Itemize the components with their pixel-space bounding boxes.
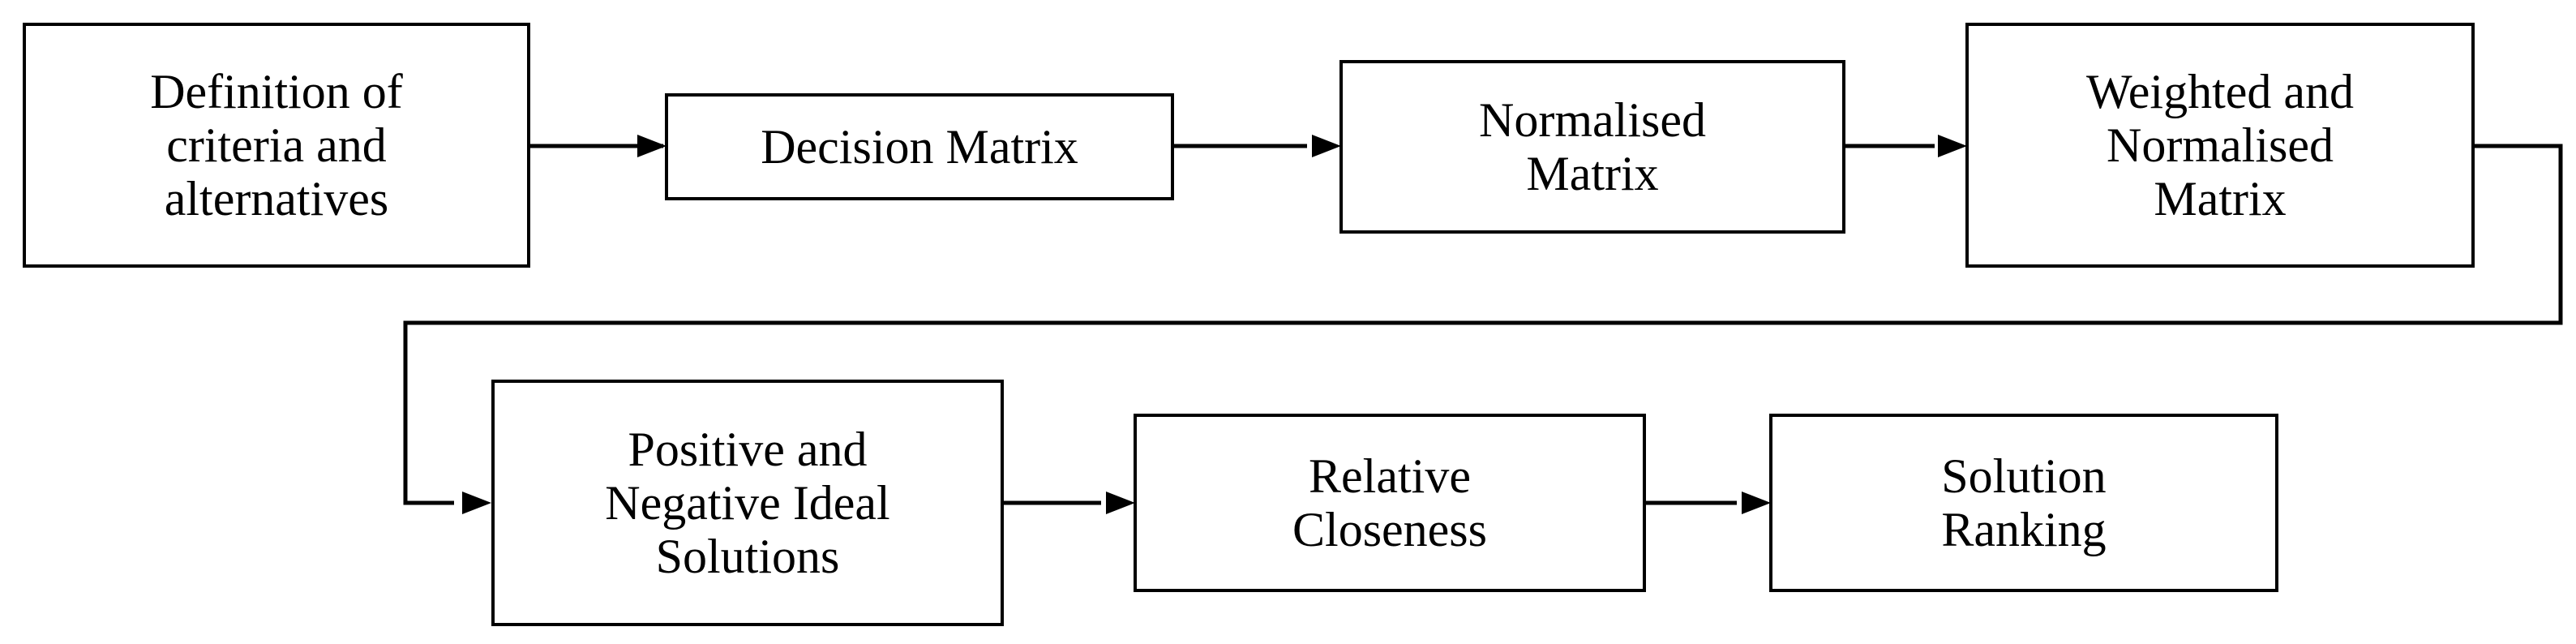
step-solution-ranking-label: Solution Ranking bbox=[1941, 449, 2107, 556]
arrowhead-decision-to-normalised bbox=[1312, 135, 1341, 157]
arrowhead-ideal-to-closeness bbox=[1106, 492, 1135, 514]
step-decision-matrix-label: Decision Matrix bbox=[761, 120, 1078, 174]
step-relative-closeness-label: Relative Closeness bbox=[1292, 449, 1487, 556]
step-solution-ranking-box: Solution Ranking bbox=[1769, 414, 2278, 592]
step-definition-label: Definition of criteria and alternatives bbox=[150, 65, 403, 225]
arrowhead-normalised-to-weighted bbox=[1938, 135, 1967, 157]
step-normalised-matrix-box: Normalised Matrix bbox=[1339, 60, 1845, 234]
arrowhead-closeness-to-ranking bbox=[1742, 492, 1771, 514]
step-ideal-solutions-box: Positive and Negative Ideal Solutions bbox=[491, 380, 1004, 626]
step-decision-matrix-box: Decision Matrix bbox=[665, 93, 1174, 200]
step-weighted-normalised-box: Weighted and Normalised Matrix bbox=[1965, 23, 2475, 268]
arrowhead-definition-to-decision-matrix bbox=[637, 135, 667, 157]
step-weighted-normalised-label: Weighted and Normalised Matrix bbox=[2085, 65, 2355, 225]
step-normalised-matrix-label: Normalised Matrix bbox=[1479, 93, 1706, 200]
step-relative-closeness-box: Relative Closeness bbox=[1134, 414, 1646, 592]
step-definition-box: Definition of criteria and alternatives bbox=[23, 23, 530, 268]
arrowhead-weighted-to-ideal-solutions bbox=[462, 492, 491, 514]
step-ideal-solutions-label: Positive and Negative Ideal Solutions bbox=[605, 423, 890, 583]
arrow-weighted-to-ideal-solutions bbox=[403, 144, 2563, 505]
